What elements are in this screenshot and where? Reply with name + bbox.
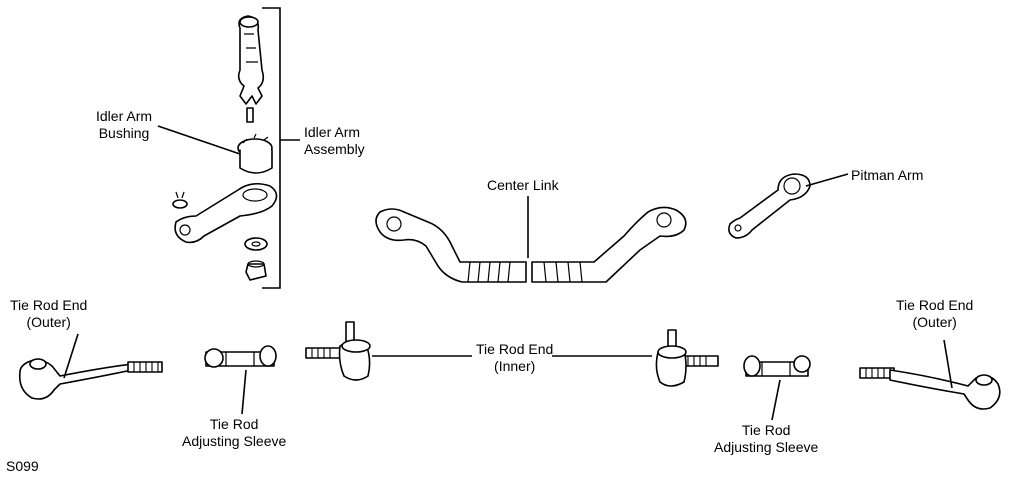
- tie-rod-end-outer-right-label-line2: (Outer): [912, 314, 957, 330]
- idler-arm-assembly-label-line2: Assembly: [304, 141, 365, 157]
- idler-arm-washer: [244, 237, 268, 251]
- idler-arm-washer-small: [172, 191, 188, 209]
- center-link-label-text: Center Link: [487, 177, 559, 193]
- tie-rod-end-inner-right: [655, 329, 719, 387]
- tie-rod-sleeve-left-leader: [241, 369, 247, 415]
- tie-rod-end-inner-label: Tie Rod End (Inner): [476, 341, 553, 375]
- tie-rod-end-outer-right-label-line1: Tie Rod End: [896, 297, 974, 313]
- center-link-label: Center Link: [487, 177, 559, 194]
- tie-rod-end-outer-left-label-line1: Tie Rod End: [10, 297, 88, 313]
- center-link-right-half: [531, 206, 687, 283]
- tie-rod-end-outer-right-label: Tie Rod End (Outer): [896, 297, 973, 331]
- pitman-arm-leader: [805, 173, 849, 187]
- tie-rod-end-inner-label-line1: Tie Rod End: [476, 341, 554, 357]
- idler-arm-bushing-label-line1: Idler Arm: [96, 108, 153, 124]
- tie-rod-end-outer-right-leader: [943, 339, 953, 389]
- idler-arm-bushing-label-line2: Bushing: [98, 125, 150, 141]
- pitman-arm: [728, 173, 811, 239]
- tie-rod-sleeve-right-label-line1: Tie Rod: [741, 422, 791, 438]
- tie-rod-end-outer-left-label-line2: (Outer): [26, 314, 71, 330]
- idler-arm-assembly-bracket: [262, 7, 300, 289]
- idler-arm-bushing-leader: [157, 125, 241, 155]
- idler-arm: [174, 182, 278, 244]
- tie-rod-sleeve-right-leader: [771, 379, 781, 421]
- idler-arm-assembly-label-line1: Idler Arm: [304, 124, 361, 140]
- tie-rod-end-outer-left-label: Tie Rod End (Outer): [10, 297, 87, 331]
- idler-arm-assembly-label: Idler Arm Assembly: [304, 124, 365, 158]
- tie-rod-end-outer-right: [859, 367, 1001, 410]
- idler-arm-bushing: [237, 133, 273, 174]
- tie-rod-sleeve-right-label: Tie Rod Adjusting Sleeve: [714, 422, 818, 456]
- tie-rod-sleeve-left-label-line1: Tie Rod: [209, 416, 259, 432]
- tie-rod-sleeve-left-label: Tie Rod Adjusting Sleeve: [182, 416, 286, 450]
- tie-rod-end-inner-left: [305, 321, 371, 381]
- tie-rod-sleeve-left: [204, 345, 277, 368]
- tie-rod-sleeve-right: [743, 355, 811, 377]
- tie-rod-end-outer-left-leader: [63, 333, 79, 379]
- pitman-arm-label: Pitman Arm: [851, 167, 923, 184]
- center-link-left-half: [375, 208, 527, 283]
- tie-rod-end-inner-label-line2: (Inner): [494, 358, 536, 374]
- figure-code: S099: [6, 458, 39, 474]
- idler-arm-stud: [237, 15, 265, 123]
- pitman-arm-label-text: Pitman Arm: [851, 167, 924, 183]
- tie-rod-sleeve-right-label-line2: Adjusting Sleeve: [714, 439, 819, 455]
- idler-arm-nut: [245, 260, 267, 281]
- tie-rod-sleeve-left-label-line2: Adjusting Sleeve: [182, 433, 287, 449]
- tie-rod-end-outer-left: [18, 358, 163, 400]
- idler-arm-bushing-label: Idler Arm Bushing: [96, 108, 152, 142]
